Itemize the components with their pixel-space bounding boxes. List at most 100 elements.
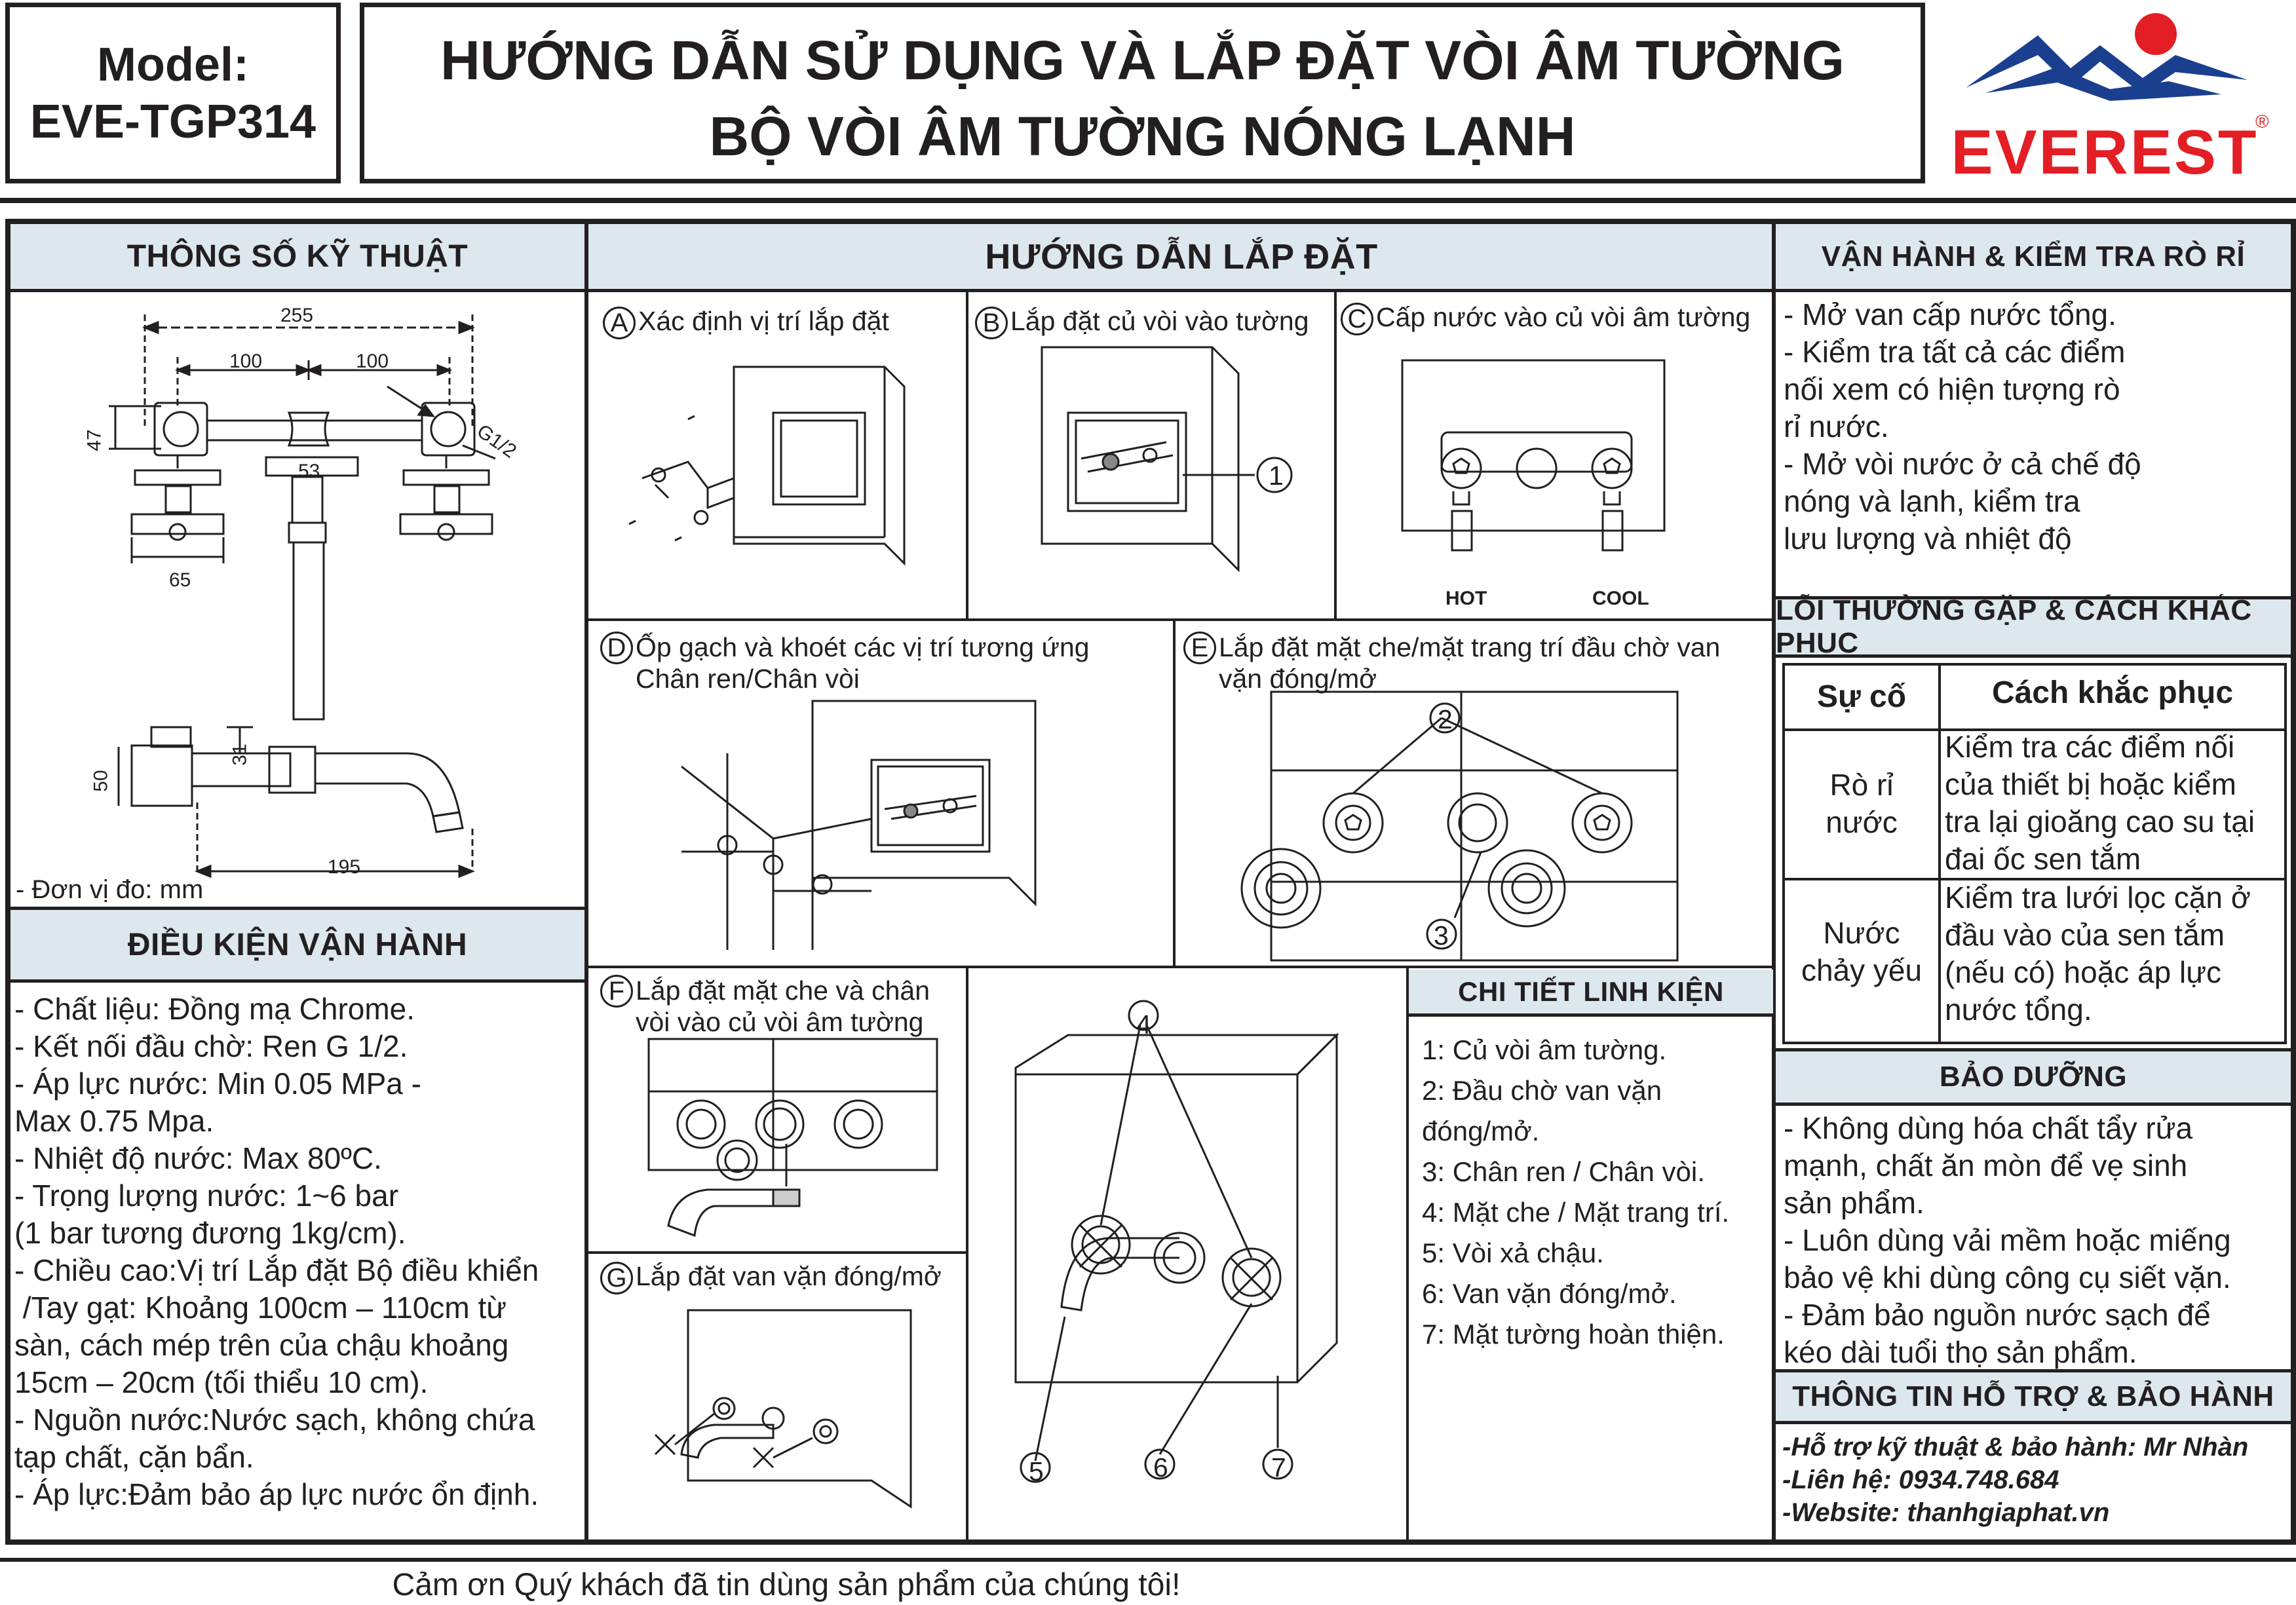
header-divider <box>0 198 2296 203</box>
leak-line: - Mở van cấp nước tổng. <box>1784 297 2116 331</box>
support-line-3: -Website: thanhgiaphat.vn <box>1782 1498 2110 1527</box>
dim-50: 50 <box>90 770 112 792</box>
step-c-drawing <box>1401 359 1666 552</box>
operating-line: - Kết nối đầu chờ: Ren G 1/2. <box>14 1029 408 1063</box>
leak-line: nối xem có hiện tượng rò <box>1784 372 2120 406</box>
install-header: HƯỚNG DẪN LẮP ĐẶT <box>588 224 1774 292</box>
step-d-text: Ốp gạch và khoét các vị trí tương ứng Ch… <box>636 632 1090 694</box>
support-line-2: -Liên hệ: 0934.748.684 <box>1782 1465 2059 1494</box>
parts-header: CHI TIẾT LINH KIỆN <box>1409 970 1773 1017</box>
brand-name: EVEREST <box>1951 117 2259 187</box>
support-header: THÔNG TIN HỖ TRỢ & BẢO HÀNH <box>1776 1369 2291 1424</box>
maintenance-list: - Không dùng hóa chất tẩy rửa mạnh, chất… <box>1784 1110 2231 1371</box>
step-c-hot-label: HOT <box>1445 588 1487 609</box>
assembly-callout-5: 5 <box>1029 1456 1044 1486</box>
leak-line: lưu lượng và nhiệt độ <box>1784 521 2072 556</box>
maintenance-header: BẢO DƯỠNG <box>1776 1048 2291 1106</box>
faults-header: LỖI THƯỜNG GẶP & CÁCH KHẮC PHỤC <box>1776 594 2291 659</box>
page-title-line2: BỘ VÒI ÂM TƯỜNG NÓNG LẠNH <box>709 105 1576 167</box>
grid-h-2 <box>588 966 1774 968</box>
footer-thanks: Cảm ơn Quý khách đã tin dùng sản phẩm củ… <box>392 1568 1181 1602</box>
part-item: 4: Mặt che / Mặt trang trí. <box>1422 1197 1730 1228</box>
support-line-1: -Hỗ trợ kỹ thuật & bảo hành: Mr Nhàn <box>1782 1433 2249 1462</box>
part-item: 3: Chân ren / Chân vòi. <box>1422 1156 1705 1187</box>
operating-line: tạp chất, cặn bẩn. <box>14 1440 254 1474</box>
step-d-letter: D <box>600 632 633 664</box>
step-a-drawing <box>628 366 906 566</box>
faults-table <box>1782 663 2287 1044</box>
fault-issue: Rò rỉ nước <box>1826 768 1898 839</box>
operating-line: - Nguồn nước:Nước sạch, không chứa <box>14 1403 535 1437</box>
dim-195: 195 <box>328 856 361 878</box>
fault-fix: Kiểm tra các điểm nối của thiết bị hoặc … <box>1945 730 2255 876</box>
fault-fix: Kiểm tra lưới lọc cặn ở đầu vào của sen … <box>1945 880 2251 1027</box>
part-item: 7: Mặt tường hoàn thiện. <box>1422 1319 1725 1350</box>
step-g-letter: G <box>600 1262 633 1295</box>
step-b-callout-1: 1 <box>1269 461 1284 491</box>
part-item: đóng/mở. <box>1422 1116 1540 1146</box>
assembly-callout-6: 6 <box>1153 1452 1168 1482</box>
step-e-letter: E <box>1183 632 1216 664</box>
everest-logo-icon <box>1966 13 2248 101</box>
step-e-text: Lắp đặt mặt che/mặt trang trí đầu chờ va… <box>1219 632 1721 694</box>
step-g-drawing <box>654 1309 912 1509</box>
step-c-letter: C <box>1341 303 1373 336</box>
model-code: EVE-TGP314 <box>29 96 316 148</box>
unit-note: - Đơn vị đo: mm <box>16 875 204 904</box>
maintenance-line: sản phẩm. <box>1784 1186 1924 1220</box>
grid-v-main-parts <box>1406 967 1409 1543</box>
step-e-callout-3: 3 <box>1434 920 1449 951</box>
page-title-line1: HƯỚNG DẪN SỬ DỤNG VÀ LẮP ĐẶT VÒI ÂM TƯỜN… <box>440 29 1845 91</box>
part-item: 5: Vòi xả chậu. <box>1422 1237 1604 1268</box>
step-a-text: Xác định vị trí lắp đặt <box>638 306 889 336</box>
step-c-cool-label: COOL <box>1592 588 1649 609</box>
faucet-dimension-drawing <box>109 314 496 878</box>
grid-v-bc <box>1334 292 1337 620</box>
grid-h-fg <box>588 1251 967 1254</box>
maintenance-line: - Đảm bảo nguồn nước sạch để <box>1784 1298 2211 1332</box>
brand-registered: ® <box>2255 111 2269 132</box>
faults-col2-header: Cách khắc phục <box>1991 675 2234 710</box>
maintenance-line: - Không dùng hóa chất tẩy rửa <box>1784 1111 2193 1145</box>
operating-line: - Áp lực:Đảm bảo áp lực nước ổn định. <box>14 1477 539 1511</box>
leak-line: rỉ nước. <box>1784 409 1889 444</box>
operating-line: /Tay gạt: Khoảng 100cm – 110cm từ <box>14 1291 507 1325</box>
maintenance-line: - Luôn dùng vải mềm hoặc miếng <box>1784 1223 2231 1257</box>
leak-line: nóng và lạnh, kiểm tra <box>1784 484 2080 518</box>
step-f-letter: F <box>600 975 633 1008</box>
middle-column-divider <box>1772 219 1776 1542</box>
step-e-drawing <box>1240 690 1679 962</box>
step-d-drawing <box>681 700 1037 950</box>
leak-line: - Kiểm tra tất cả các điểm <box>1784 335 2126 369</box>
footer-divider <box>0 1558 2296 1562</box>
assembly-callout-7: 7 <box>1271 1452 1286 1482</box>
dim-255: 255 <box>280 305 314 326</box>
specs-header: THÔNG SỐ KỸ THUẬT <box>10 224 584 292</box>
step-b-drawing <box>1041 346 1293 573</box>
grid-v-ab <box>966 292 968 620</box>
step-b-letter: B <box>975 307 1008 340</box>
fault-issue: Nước chảy yếu <box>1801 916 1923 987</box>
operating-line: - Chiều cao:Vị trí Lắp đặt Bộ điều khiển <box>14 1253 539 1287</box>
leak-header: VẬN HÀNH & KIỂM TRA RÒ RỈ <box>1776 224 2291 292</box>
operating-line: sàn, cách mép trên của chậu khoảng <box>14 1328 509 1362</box>
operating-line: - Áp lực nước: Min 0.05 MPa - <box>14 1067 421 1101</box>
grid-v-de <box>1173 620 1176 967</box>
faults-table-row-divider-2 <box>1782 878 2287 880</box>
step-f-drawing <box>647 1038 938 1237</box>
assembly-callout-4: 4 <box>1136 1010 1151 1040</box>
step-f-text: Lắp đặt mặt che và chân vòi vào củ vòi â… <box>636 975 930 1037</box>
parts-list: 1: Củ vòi âm tường. 2: Đầu chờ van vặn đ… <box>1422 1030 1729 1355</box>
faults-table-row-divider-1 <box>1782 728 2287 731</box>
part-item: 2: Đầu chờ van vặn <box>1422 1075 1662 1106</box>
operating-line: 15cm – 20cm (tối thiểu 10 cm). <box>14 1365 429 1399</box>
step-e-callout-2: 2 <box>1438 704 1453 734</box>
leak-line: - Mở vòi nước ở cả chế độ <box>1784 447 2141 481</box>
dim-100-left: 100 <box>229 350 263 372</box>
